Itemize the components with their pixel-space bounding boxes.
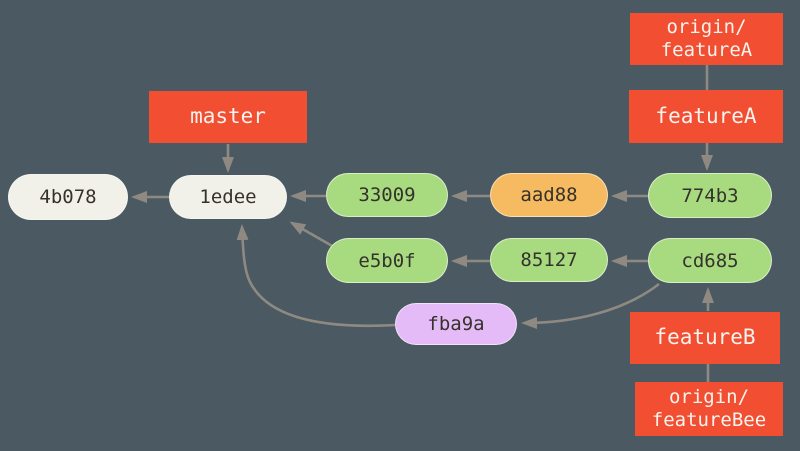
commit-node-33009: 33009	[326, 173, 448, 217]
commit-hash: cd685	[681, 249, 739, 272]
branch-label-featureA: featureA	[629, 90, 783, 143]
commit-node-aad88: aad88	[490, 173, 608, 217]
commit-node-4b078: 4b078	[8, 174, 128, 220]
branch-label-line: featureA	[660, 39, 753, 61]
branch-label-origin-featureA: origin/ featureA	[630, 13, 783, 65]
branch-label-origin-featureBee: origin/ featureBee	[635, 382, 783, 436]
branch-label-featureB: featureB	[630, 312, 780, 364]
commit-hash: 33009	[358, 184, 416, 206]
branch-label-line: origin/	[666, 15, 747, 38]
commit-hash: aad88	[520, 184, 578, 206]
commit-node-e5b0f: e5b0f	[326, 238, 448, 283]
commit-hash: 4b078	[39, 186, 97, 208]
commit-hash: 1edee	[199, 186, 257, 208]
branch-label-master: master	[149, 91, 307, 143]
branch-label-line: featureA	[655, 103, 757, 128]
commit-hash: fba9a	[427, 313, 485, 335]
commit-node-1edee: 1edee	[169, 175, 287, 219]
commit-hash: e5b0f	[358, 249, 416, 272]
commit-node-fba9a: fba9a	[395, 303, 517, 345]
commit-node-85127: 85127	[490, 238, 608, 282]
commit-node-cd685: cd685	[648, 238, 772, 283]
branch-label-line: master	[190, 104, 266, 129]
branch-label-line: origin/	[668, 385, 750, 408]
commit-node-774b3: 774b3	[648, 173, 772, 218]
branch-label-line: featureB	[654, 325, 756, 350]
commit-hash: 85127	[520, 249, 578, 271]
commit-hash: 774b3	[681, 184, 739, 207]
edge-e5b0f-1edee	[289, 221, 335, 249]
branch-label-line: featureBee	[651, 409, 767, 431]
